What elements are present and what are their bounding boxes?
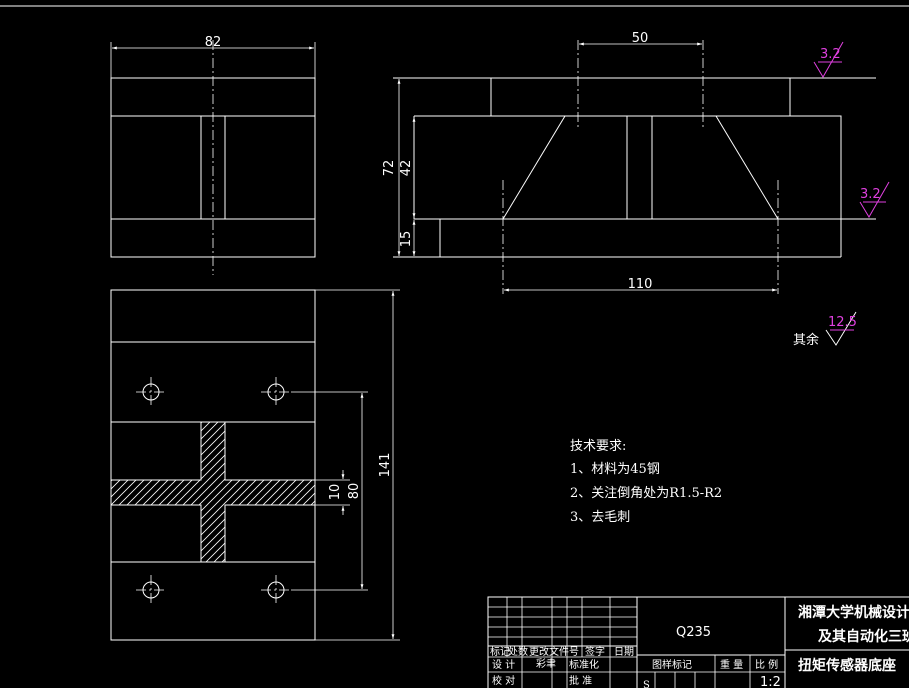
- tb-header: 签字: [585, 645, 605, 658]
- tb-weight-label: 重 量: [720, 658, 743, 671]
- tb-part-name: 扭矩传感器底座: [798, 657, 896, 674]
- note-item: 2、关注倒角处为R1.5-R2: [570, 486, 722, 501]
- tb-designer: 彩聿: [536, 657, 556, 670]
- title-block: 标记 处数 更改文件号 签字 日期 设 计 彩聿 标准化 校 对 批 准 Q23…: [487, 596, 909, 688]
- finish-rest-value: 12.5: [828, 315, 857, 330]
- hole: [261, 377, 291, 407]
- hatched-rib: [110, 421, 316, 563]
- tb-standard: 标准化: [569, 658, 599, 671]
- finish-symbol-right: 3.2: [859, 181, 890, 218]
- finish-symbol-top: 3.2: [813, 41, 844, 78]
- technical-requirements: 技术要求: 1、材料为45钢 2、关注倒角处为R1.5-R2 3、去毛刺: [570, 439, 722, 525]
- tb-stage-label: 图样标记: [652, 658, 692, 671]
- tb-approve: 批 准: [569, 674, 592, 687]
- finish-top-value: 3.2: [820, 47, 841, 62]
- front-view: 82: [110, 35, 316, 275]
- tb-material: Q235: [676, 625, 711, 640]
- note-item: 3、去毛刺: [570, 510, 630, 525]
- dim-141: 141: [378, 453, 393, 478]
- tb-stage-value: S: [643, 680, 650, 688]
- tb-design: 设 计: [492, 658, 515, 671]
- tb-school-line2: 及其自动化三班: [818, 628, 909, 645]
- tb-scale-label: 比 例: [755, 658, 778, 671]
- note-item: 1、材料为45钢: [570, 462, 660, 477]
- tb-scale-value: 1:2: [760, 675, 781, 688]
- hole: [261, 575, 291, 605]
- tb-header: 日期: [614, 646, 634, 658]
- dim-15: 15: [399, 231, 414, 248]
- dim-82: 82: [205, 35, 222, 50]
- dim-72: 72: [382, 160, 397, 177]
- side-view: 50 110 72 42 15: [382, 31, 876, 294]
- dim-110: 110: [628, 277, 653, 292]
- tb-header: 处数: [508, 645, 528, 658]
- dim-10: 10: [328, 484, 343, 501]
- top-view: 141 80 10: [110, 289, 400, 641]
- dim-50: 50: [632, 31, 649, 46]
- tb-header: 更改文件号: [529, 645, 579, 658]
- finish-rest-label: 其余: [793, 332, 819, 348]
- hole: [136, 377, 166, 407]
- finish-symbol-rest: 其余 12.5: [793, 311, 857, 348]
- tb-header: 标记: [490, 646, 510, 658]
- hole: [136, 575, 166, 605]
- dim-42: 42: [399, 160, 414, 177]
- notes-title: 技术要求:: [570, 439, 626, 454]
- tb-school-line1: 湘潭大学机械设计制: [798, 604, 909, 621]
- dim-80: 80: [347, 483, 362, 500]
- finish-right-value: 3.2: [860, 187, 881, 202]
- tb-check: 校 对: [492, 674, 515, 687]
